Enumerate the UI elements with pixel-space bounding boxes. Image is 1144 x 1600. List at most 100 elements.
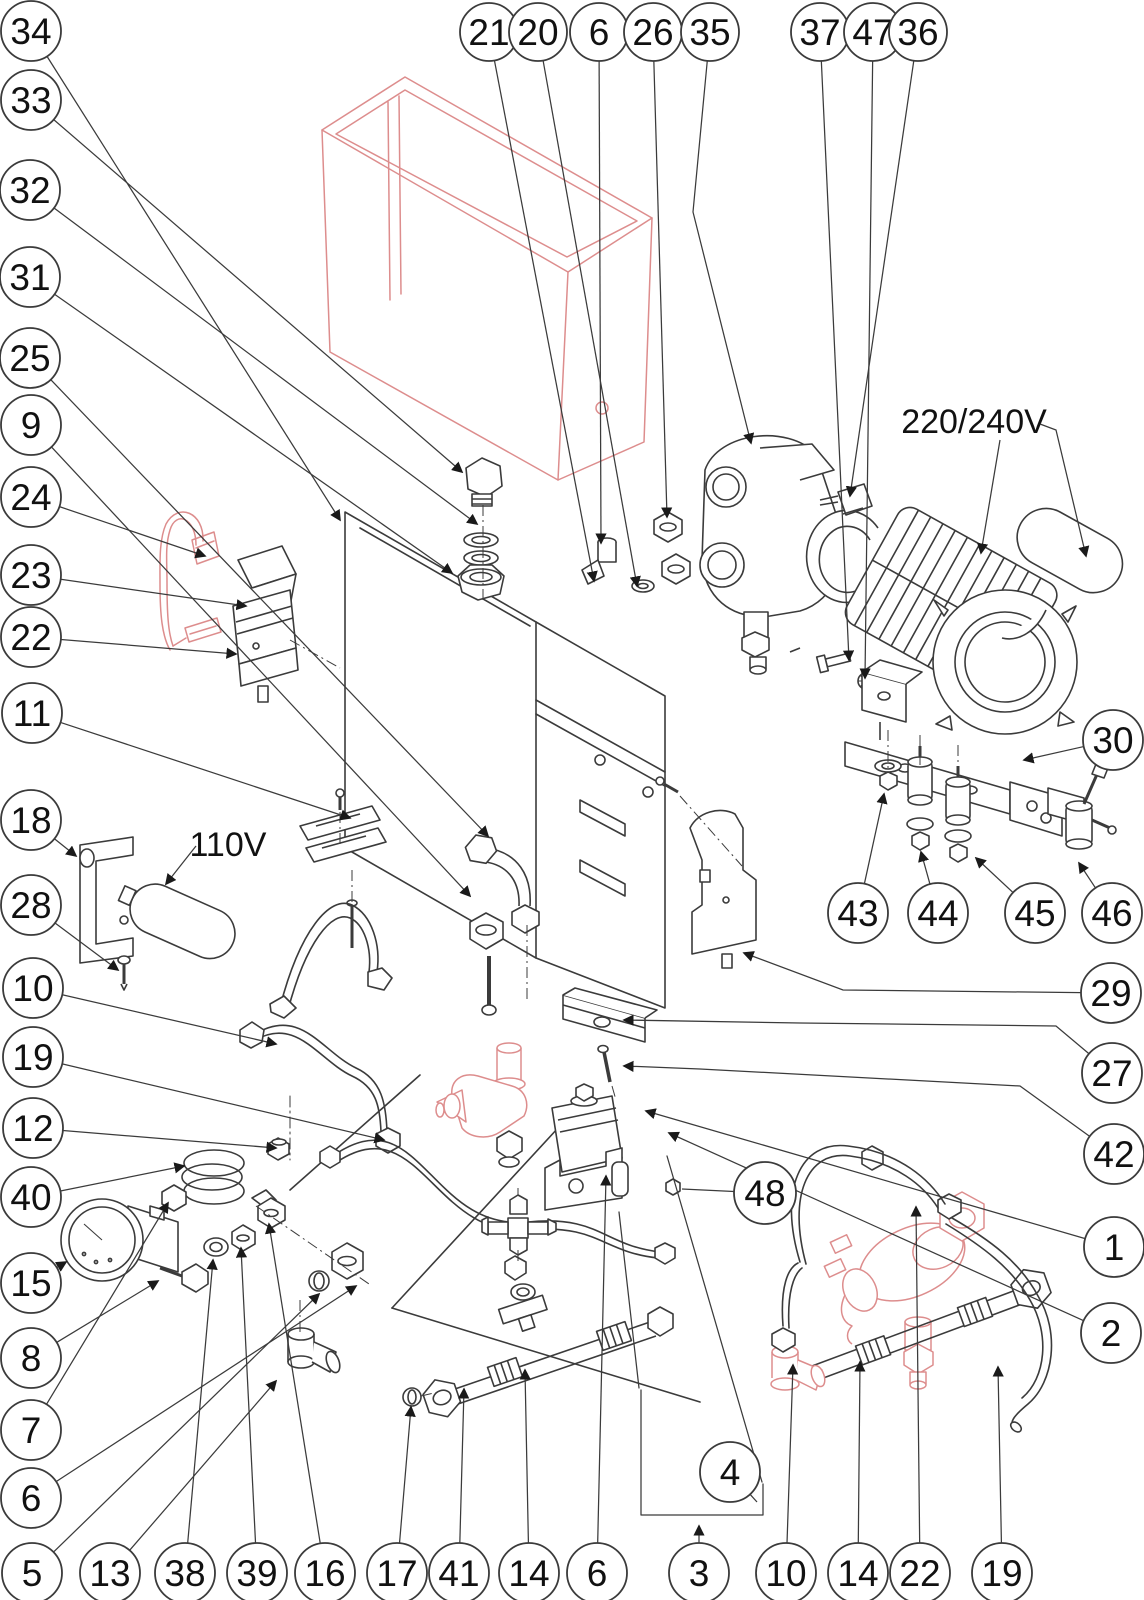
callout-circle-19: [971, 1542, 1033, 1600]
callout-circle-6: [0, 1467, 62, 1529]
tube-fitting-12: [267, 1137, 290, 1161]
callout-circle-40: [0, 1166, 62, 1228]
callout-4: 4: [699, 1441, 761, 1503]
callout-number-28: 28: [10, 885, 51, 926]
leader-4: [749, 1493, 758, 1503]
callout-27: 27: [1081, 1042, 1143, 1104]
thermostat-wire: [159, 511, 222, 651]
callout-8: 8: [0, 1327, 62, 1389]
callout-number-23: 23: [10, 555, 51, 596]
callout-3: 3: [668, 1542, 730, 1600]
leader-7: [45, 1201, 169, 1405]
leader-29: [742, 951, 1082, 994]
water-tank: [321, 76, 653, 481]
callout-number-45: 45: [1014, 893, 1055, 934]
callout-number-46: 46: [1091, 893, 1132, 934]
callout-circle-3: [668, 1542, 730, 1600]
callout-number-20: 20: [517, 12, 558, 53]
leader-23: [60, 578, 248, 611]
callout-circle-18: [0, 789, 62, 851]
leader-28: [54, 922, 120, 972]
plug-48: [665, 1178, 681, 1196]
callout-18: 18: [0, 789, 62, 851]
callout-circle-14: [827, 1542, 889, 1600]
voltage-leader-0: [1039, 423, 1090, 558]
bracket-110v: [79, 836, 134, 991]
callout-number-10: 10: [765, 1553, 806, 1594]
callout-number-21: 21: [468, 12, 509, 53]
leader-10: [62, 994, 278, 1048]
callout-number-6: 6: [589, 12, 610, 53]
callout-7: 7: [0, 1399, 62, 1461]
callout-10: 10: [2, 957, 64, 1019]
solenoid-valve: [517, 1083, 629, 1211]
callout-20: 20: [508, 2, 568, 62]
leader-11: [60, 721, 352, 821]
callout-24: 24: [0, 466, 62, 528]
leader-35: [692, 60, 755, 445]
callout-circle-12: [2, 1097, 64, 1159]
callout-circle-41: [428, 1542, 490, 1600]
callout-23: 23: [0, 544, 62, 606]
callout-number-34: 34: [10, 11, 51, 52]
callout-circle-11: [1, 682, 63, 744]
callout-circle-23: [0, 544, 62, 606]
leader-36: [845, 60, 915, 498]
callout-number-7: 7: [21, 1410, 42, 1451]
callout-circle-24: [0, 466, 62, 528]
callout-circle-39: [226, 1542, 288, 1600]
callout-number-1: 1: [1104, 1227, 1125, 1268]
callout-circle-20: [508, 2, 568, 62]
thermostat-switch: [232, 545, 341, 703]
callout-circle-1: [1083, 1216, 1144, 1278]
callout-13: 13: [79, 1542, 141, 1600]
callout-29: 29: [1080, 962, 1142, 1024]
leader-6: [597, 1174, 612, 1544]
callout-number-27: 27: [1091, 1053, 1132, 1094]
leader-44: [918, 850, 931, 885]
tank-plug-stack: [457, 457, 505, 602]
callout-number-19: 19: [981, 1553, 1022, 1594]
leader-43: [863, 792, 888, 884]
capacitor-110v: [117, 883, 236, 960]
callout-number-31: 31: [9, 257, 50, 298]
leader-41: [458, 1387, 470, 1544]
leader-22: [60, 638, 238, 659]
callout-circle-32: [0, 159, 61, 221]
callout-36: 36: [888, 2, 948, 62]
callout-circle-25: [0, 327, 61, 389]
leader-9: [50, 446, 472, 898]
leader-27: [622, 1014, 1090, 1055]
leader-40: [60, 1162, 186, 1192]
callout-43: 43: [827, 882, 889, 944]
callout-circle-36: [888, 2, 948, 62]
callout-number-35: 35: [689, 12, 730, 53]
leader-10: [786, 1363, 799, 1544]
callout-circle-19: [2, 1026, 64, 1088]
leader-18: [54, 838, 78, 858]
opv-valve: [435, 1042, 528, 1168]
callout-number-15: 15: [10, 1263, 51, 1304]
callout-number-41: 41: [438, 1553, 479, 1594]
callout-number-19: 19: [12, 1037, 53, 1078]
callout-circle-45: [1004, 882, 1066, 944]
callout-number-6: 6: [21, 1478, 42, 1519]
small-fittings-row: [203, 1189, 373, 1292]
callout-circle-6: [566, 1542, 628, 1600]
callout-circle-28: [0, 874, 62, 936]
callout-number-8: 8: [21, 1338, 42, 1379]
leader-24: [59, 506, 207, 559]
leader-21: [493, 60, 598, 583]
leader-33: [53, 119, 464, 474]
leader-6: [595, 60, 607, 545]
callout-32: 32: [0, 159, 61, 221]
cross-fitting: [481, 1194, 557, 1332]
callout-number-36: 36: [897, 12, 938, 53]
callout-number-32: 32: [9, 170, 50, 211]
callout-46: 46: [1081, 882, 1143, 944]
callout-number-14: 14: [837, 1553, 878, 1594]
callout-circle-38: [154, 1542, 216, 1600]
callout-circle-16: [294, 1542, 356, 1600]
